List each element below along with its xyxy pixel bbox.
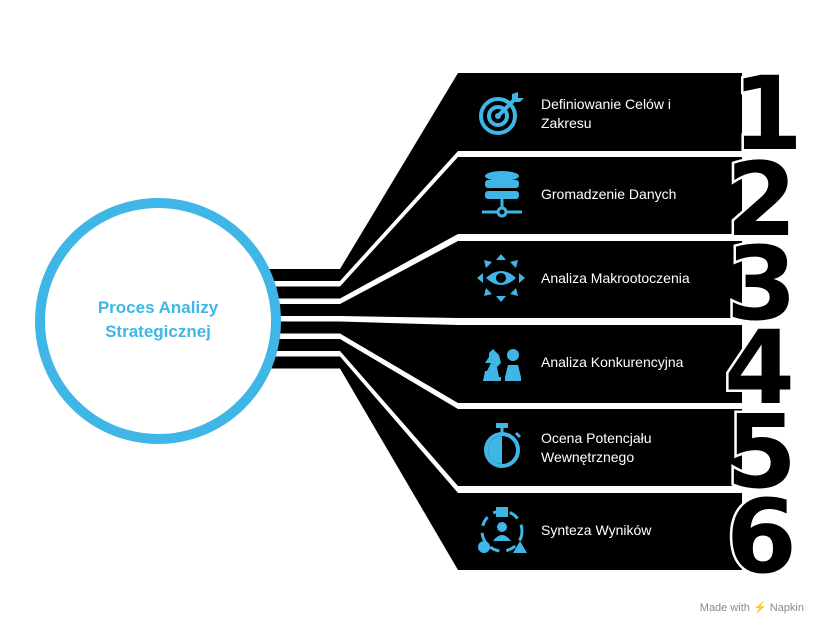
center-circle <box>35 198 281 444</box>
step-number-3: 3 <box>724 225 800 344</box>
step-number-5: 5 <box>724 393 800 512</box>
step-number-6: 6 <box>724 478 800 597</box>
center-title: Proces Analizy Strategicznej <box>58 296 258 344</box>
step-panel-4 <box>268 321 742 403</box>
watermark-prefix: Made with <box>699 602 750 614</box>
watermark-brand: Napkin <box>769 602 804 614</box>
shapes-user-icon <box>478 507 527 553</box>
step-panel-5 <box>268 339 742 486</box>
step-label-4: Analiza Konkurencyjna <box>541 354 684 370</box>
step-panel-6 <box>268 356 742 570</box>
step-number-2: 2 <box>724 141 800 260</box>
database-icon <box>482 171 522 218</box>
target-icon <box>479 92 524 135</box>
step-label-1: Definiowanie Celów i Zakresu <box>541 96 671 131</box>
step-label-3: Analiza Makrootoczenia <box>541 270 690 286</box>
napkin-logo-icon: ⚡ <box>752 602 767 614</box>
step-panel-1 <box>268 73 742 281</box>
step-number-4: 4 <box>722 309 798 428</box>
chess-pieces-icon <box>483 349 521 381</box>
step-label-5: Ocena Potencjału Wewnętrznego <box>541 430 652 465</box>
connector-bands <box>268 73 742 570</box>
eye-scan-icon <box>477 254 525 302</box>
step-number-1: 1 <box>730 55 806 174</box>
center-title-line1: Proces Analizy <box>97 298 219 317</box>
step-label-6: Synteza Wyników <box>541 522 652 538</box>
step-label-2: Gromadzenie Danych <box>541 186 677 202</box>
step-panel-2 <box>268 157 742 299</box>
stopwatch-icon <box>484 423 522 468</box>
center-title-line2: Strategicznej <box>105 322 211 341</box>
napkin-watermark: Made with ⚡ Napkin <box>700 601 804 614</box>
